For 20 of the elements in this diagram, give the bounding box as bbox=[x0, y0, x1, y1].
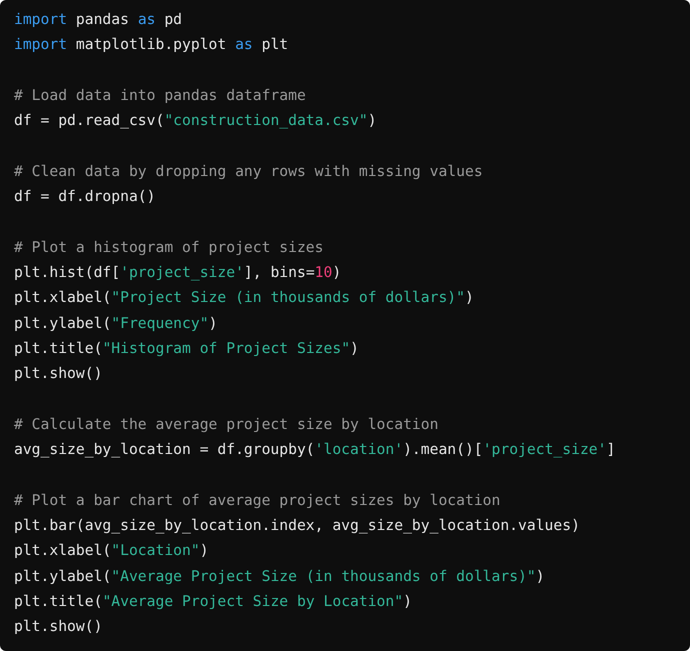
code-comment: # Plot a bar chart of average project sizes by location bbox=[14, 490, 500, 511]
code-line: plt.bar(avg_size_by_location.index, avg_size_by_location.values) bbox=[14, 516, 580, 536]
code-line: plt.hist(df['project_size'], bins=10) bbox=[14, 263, 342, 283]
code-line: plt.title("Histogram of Project Sizes") bbox=[14, 338, 359, 359]
code-line: avg_size_by_location = df.groupby('location').mean()['project_size'] bbox=[14, 440, 616, 460]
code-comment: # Calculate the average project size by location bbox=[14, 414, 438, 435]
code-comment: # Plot a histogram of project sizes bbox=[14, 238, 324, 258]
code-line: plt.title("Average Project Size by Location") bbox=[14, 592, 412, 612]
code-line: df = df.dropna() bbox=[14, 187, 156, 208]
code-line: plt.xlabel("Project Size (in thousands of dollars)") bbox=[14, 288, 474, 308]
code-line: plt.show() bbox=[14, 364, 102, 384]
code-line: plt.ylabel("Average Project Size (in thousands of dollars)") bbox=[14, 566, 545, 587]
code-comment: # Clean data by dropping any rows with missing values bbox=[14, 162, 483, 182]
code-line: df = pd.read_csv("construction_data.csv") bbox=[14, 111, 377, 132]
code-line: plt.show() bbox=[14, 617, 102, 638]
code-line: plt.xlabel("Location") bbox=[14, 541, 209, 562]
code-comment: # Load data into pandas dataframe bbox=[14, 86, 306, 106]
code-line: plt.ylabel("Frequency") bbox=[14, 314, 218, 334]
code-line: import matplotlib.pyplot as plt bbox=[14, 35, 288, 56]
code-line: import pandas as pd bbox=[14, 10, 182, 30]
